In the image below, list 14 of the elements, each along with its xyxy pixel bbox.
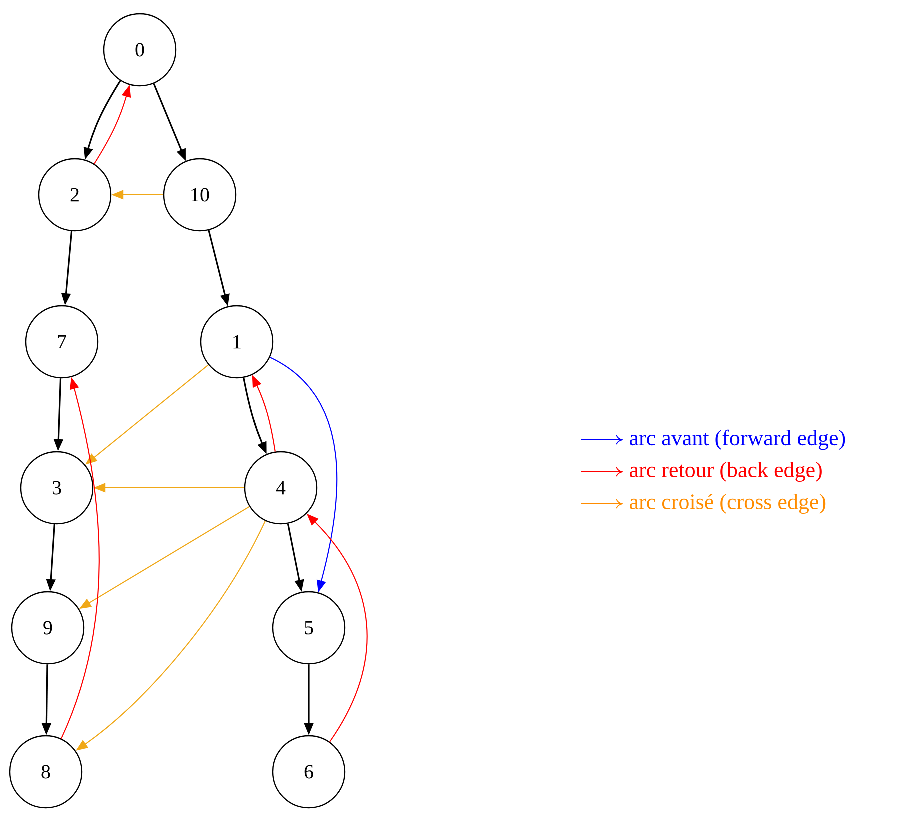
legend-label: arc avant (forward edge) (630, 430, 846, 450)
graph-node: 6 (272, 735, 346, 809)
graph-node: 10 (163, 158, 237, 232)
graph-node: 8 (9, 735, 83, 809)
graph-node: 7 (25, 305, 99, 379)
graph-node: 4 (244, 451, 318, 525)
legend-label: arc croisé (cross edge) (630, 494, 826, 514)
graph-node: 0 (103, 13, 177, 87)
graph-node: 5 (272, 591, 346, 665)
graph-node: 3 (20, 451, 94, 525)
legend-label: arc retour (back edge) (630, 462, 822, 482)
graph-node: 9 (11, 591, 85, 665)
graph-node: 2 (38, 158, 112, 232)
graph-node: 1 (200, 305, 274, 379)
